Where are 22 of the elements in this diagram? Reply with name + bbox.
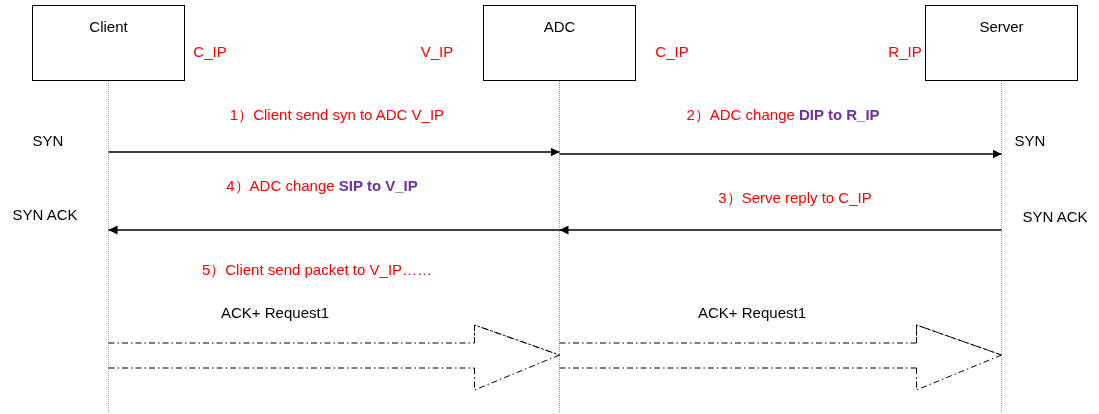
arrow	[558, 225, 1003, 235]
packet-label: SYN	[32, 131, 64, 151]
participant-box: ADC	[483, 5, 636, 81]
participant-box: Server	[925, 5, 1078, 81]
edge-label: ACK+ Request1	[221, 303, 329, 323]
ip-label: R_IP	[888, 42, 922, 62]
edge-label: 4）ADC change SIP to V_IP	[226, 176, 418, 196]
ip-label: V_IP	[420, 42, 454, 62]
step-label: 5）Client send packet to V_IP……	[201, 260, 433, 280]
arrow	[107, 225, 561, 235]
arrow	[107, 147, 561, 157]
packet-label: SYN	[1014, 131, 1046, 151]
packet-label: SYN ACK	[1022, 207, 1088, 227]
ip-label: C_IP	[193, 42, 227, 62]
ip-label: C_IP	[655, 42, 689, 62]
arrow	[558, 149, 1003, 159]
edge-label: 1）Client send syn to ADC V_IP	[229, 105, 445, 125]
edge-label: ACK+ Request1	[698, 303, 806, 323]
edge-label: 2）ADC change DIP to R_IP	[686, 105, 880, 125]
edge-label: 3）Serve reply to C_IP	[718, 188, 872, 208]
participant-box: Client	[32, 5, 185, 81]
packet-label: SYN ACK	[12, 205, 78, 225]
